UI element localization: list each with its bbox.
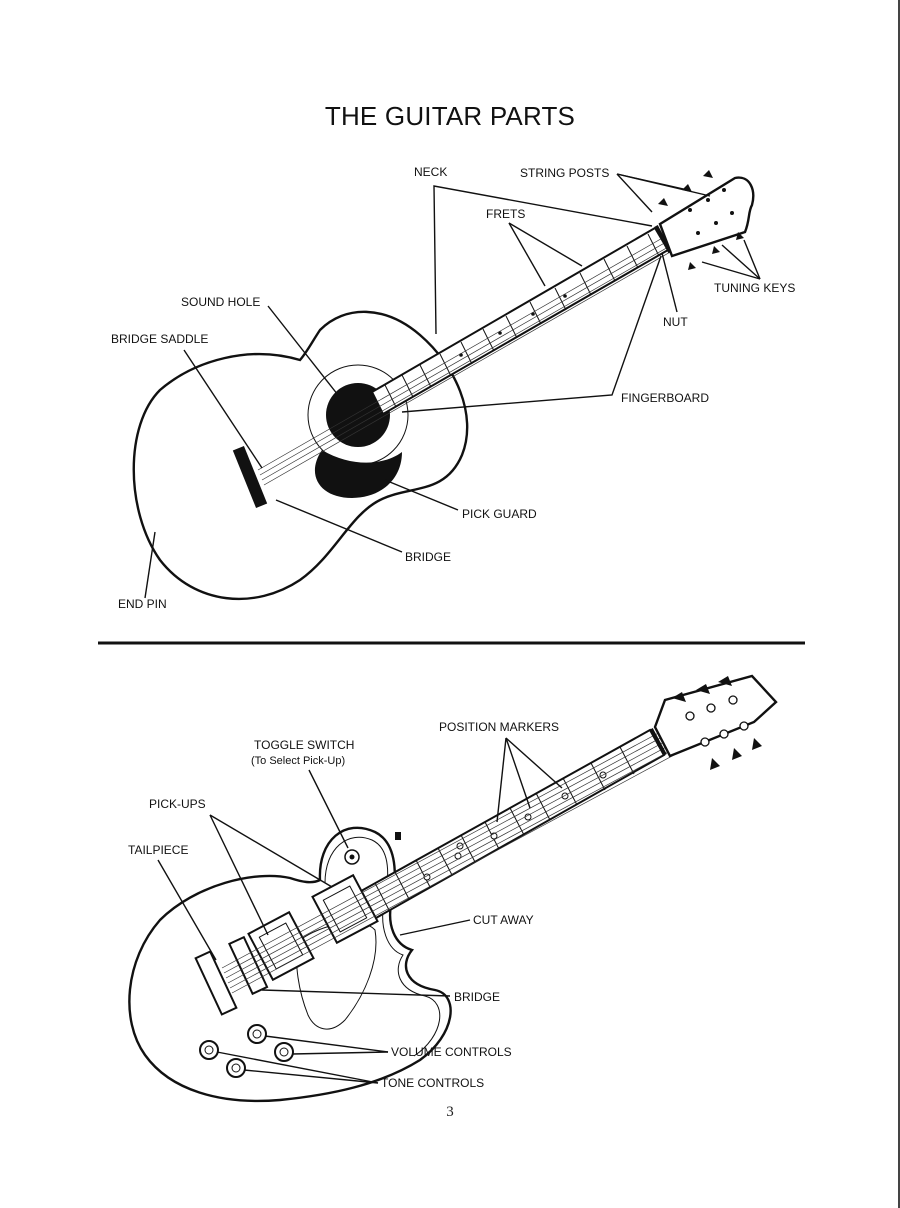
acoustic-strings [257,204,727,486]
label-tuning-keys: TUNING KEYS [714,281,795,295]
electric-guitar [128,674,778,1103]
electric-leader-lines [157,737,563,1084]
acoustic-bridge-shape [232,446,268,508]
page-number: 3 [446,1104,454,1120]
label-end-pin: END PIN [118,597,167,611]
electric-binding [324,836,441,1057]
label-sound-hole: SOUND HOLE [181,295,260,309]
acoustic-frets [384,233,660,408]
toggle-switch-tip [349,854,355,860]
label-fingerboard: FINGERBOARD [621,391,709,405]
label-pick-ups: PICK-UPS [149,797,206,811]
label-nut: NUT [663,315,688,329]
label-frets: FRETS [486,207,525,221]
label-neck: NECK [414,165,447,179]
label-cut-away: CUT AWAY [473,913,534,927]
label-bridge-saddle: BRIDGE SADDLE [111,332,208,346]
electric-tuning-keys [672,676,762,770]
label-volume-controls: VOLUME CONTROLS [391,1045,512,1059]
label-position-markers: POSITION MARKERS [439,720,559,734]
acoustic-body [132,310,469,601]
strap-button [395,832,401,840]
label-string-posts: STRING POSTS [520,166,609,180]
tailpiece-shape [194,950,238,1016]
pick-guard-shape [314,450,402,498]
label-tailpiece: TAILPIECE [128,843,188,857]
page-title: THE GUITAR PARTS [324,101,576,131]
acoustic-string-posts [688,188,734,235]
electric-nut [649,728,667,756]
label-pick-guard: PICK GUARD [462,507,537,521]
electric-fingerboard [343,728,666,929]
bridge-saddle-shape [261,449,275,503]
electric-control-knobs [199,1024,294,1078]
acoustic-headstock [658,176,755,258]
label-toggle-switch-note: (To Select Pick-Up) [251,755,345,767]
acoustic-fingerboard [370,226,670,416]
label-toggle-switch: TOGGLE SWITCH [254,738,354,752]
electric-knob-centers [204,1029,289,1073]
acoustic-leader-lines [144,173,761,599]
acoustic-guitar [132,170,755,601]
label-tone-controls: TONE CONTROLS [381,1076,484,1090]
label-acoustic-bridge: BRIDGE [405,550,451,564]
electric-string-posts [685,695,749,747]
label-electric-bridge: BRIDGE [454,990,500,1004]
sound-hole-shape [326,383,390,447]
electric-headstock [653,674,778,758]
